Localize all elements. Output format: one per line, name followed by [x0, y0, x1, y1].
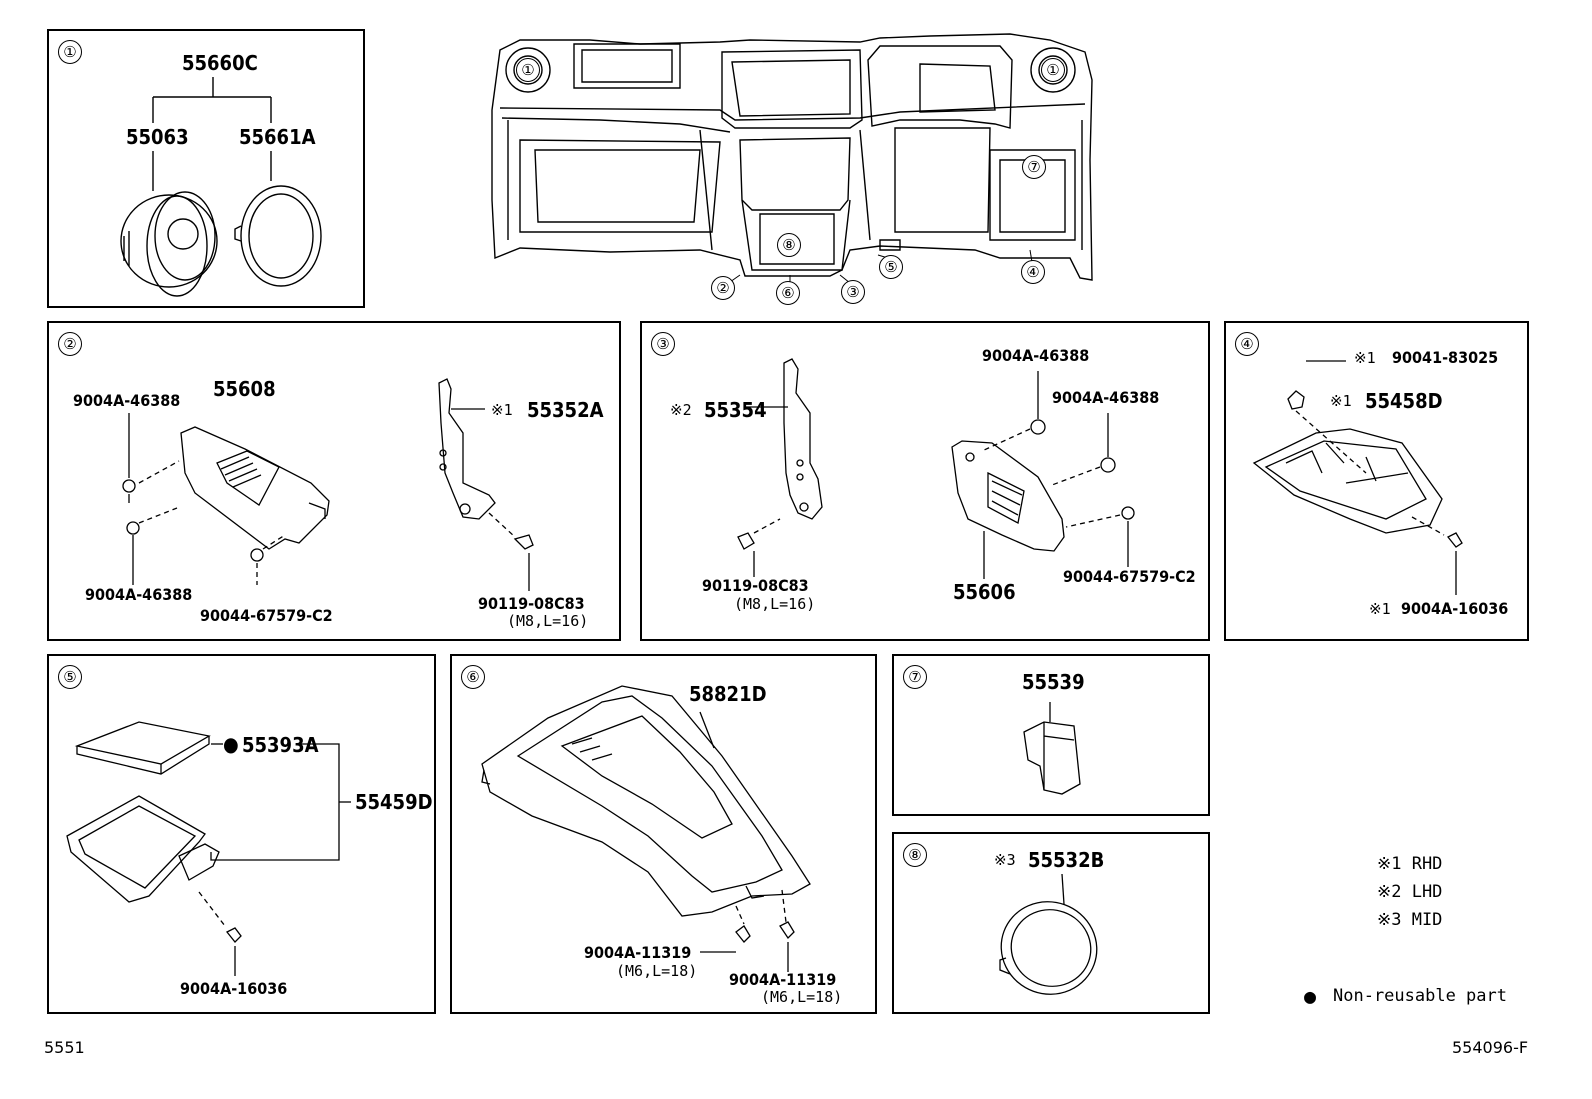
overview-callout-2: ② — [711, 276, 735, 300]
panel-5-index: ⑤ — [58, 665, 82, 689]
panel-8: ⑧ ※3 55532B — [892, 832, 1210, 1014]
panel-8-drawing — [894, 834, 1212, 1016]
legend-bullet: ● — [1304, 984, 1317, 1008]
legend-rhd: ※1 RHD — [1377, 854, 1443, 874]
part-number-main: 55608 — [213, 377, 276, 401]
part-number-screw: 90044-67579-C2 — [1063, 567, 1196, 586]
panel-1-index: ① — [58, 40, 82, 64]
part-number-main: 55606 — [953, 580, 1016, 604]
overview-callout-3: ③ — [841, 280, 865, 304]
bracket-note-mark: ※2 — [670, 401, 692, 419]
part-number-clip: 55539 — [1022, 670, 1085, 694]
overview-callout-7: ⑦ — [1022, 155, 1046, 179]
panel-8-index: ⑧ — [903, 843, 927, 867]
part-note-mark: ※1 — [1330, 392, 1352, 410]
panel-4: ④ ※1 90041-83025 ※1 55458D ※1 9004A-1603… — [1224, 321, 1529, 641]
nut-note-mark: ※1 — [1354, 349, 1376, 367]
part-number-screw: 9004A-16036 — [1401, 599, 1509, 618]
part-number-ring: 55532B — [1028, 848, 1105, 872]
bracket-note-mark: ※1 — [491, 401, 513, 419]
panel-2-index: ② — [58, 332, 82, 356]
part-number-assembly: 55459D — [355, 790, 433, 814]
part-number-bolt-b: 9004A-11319 — [729, 970, 837, 989]
part-number-console: 58821D — [689, 682, 767, 706]
part-number-nut: 90041-83025 — [1392, 348, 1499, 367]
panel-6: ⑥ 58821D 9004A-11319 (M6,L=18) 9004A-113… — [450, 654, 877, 1014]
panel-4-drawing — [1226, 323, 1531, 643]
panel-2: ② 55608 9004A-46388 9004A-46388 90044-67… — [47, 321, 621, 641]
overview-callout-4: ④ — [1021, 260, 1045, 284]
panel-3-index: ③ — [651, 332, 675, 356]
panel-7: ⑦ 55539 — [892, 654, 1210, 816]
part-number-assembly: 55660C — [182, 51, 258, 75]
overview-callout-8: ⑧ — [777, 233, 801, 257]
legend-mid: ※3 MID — [1377, 910, 1443, 930]
panel-7-index: ⑦ — [903, 665, 927, 689]
bolt-a-spec: (M6,L=18) — [616, 962, 698, 980]
panel-1: ① 55660C 55063 55661A — [47, 29, 365, 308]
part-number-tray: 55458D — [1365, 389, 1443, 413]
overview-callout-1-left: ① — [516, 58, 540, 82]
part-note-mark: ※3 — [994, 851, 1016, 869]
bolt-spec: (M8,L=16) — [734, 595, 816, 613]
panel-6-index: ⑥ — [461, 665, 485, 689]
part-number-screw: 90044-67579-C2 — [200, 606, 333, 625]
panel-7-drawing — [894, 656, 1212, 818]
footer-left-code: 5551 — [44, 1038, 85, 1057]
bolt-spec: (M8,L=16) — [507, 612, 589, 630]
overview-callout-1-right: ① — [1041, 58, 1065, 82]
panel-1-drawing — [49, 31, 367, 310]
part-number-bolt: 90119-08C83 — [478, 594, 585, 613]
overview-callout-5: ⑤ — [879, 255, 903, 279]
panel-3: ③ ※2 55354 90119-08C83 (M8,L=16) 9004A-4… — [640, 321, 1210, 641]
part-number-clip-top: 9004A-46388 — [73, 391, 181, 410]
panel-6-drawing — [452, 656, 879, 1016]
part-number-clip-a: 9004A-46388 — [982, 346, 1090, 365]
part-number-bracket: 55352A — [527, 398, 604, 422]
panel-4-index: ④ — [1235, 332, 1259, 356]
bolt-b-spec: (M6,L=18) — [761, 988, 843, 1006]
legend-lhd: ※2 LHD — [1377, 882, 1443, 902]
legend-non-reusable: Non-reusable part — [1333, 986, 1507, 1006]
panel-3-drawing — [642, 323, 1212, 643]
part-number-right: 55661A — [239, 125, 316, 149]
part-number-bolt-a: 9004A-11319 — [584, 943, 692, 962]
overview-callout-6: ⑥ — [776, 281, 800, 305]
screw-note-mark: ※1 — [1369, 600, 1391, 618]
panel-5-drawing — [49, 656, 438, 1016]
part-number-left: 55063 — [126, 125, 189, 149]
part-number-pad: 55393A — [242, 733, 319, 757]
non-reusable-marker: ● — [223, 732, 239, 756]
part-number-screw: 9004A-16036 — [180, 979, 288, 998]
panel-2-drawing — [49, 323, 623, 643]
panel-5: ⑤ ● 55393A 55459D 9004A-16036 — [47, 654, 436, 1014]
part-number-clip-bottom: 9004A-46388 — [85, 585, 193, 604]
part-number-bracket: 55354 — [704, 398, 767, 422]
part-number-bolt: 90119-08C83 — [702, 576, 809, 595]
footer-right-code: 554096-F — [1452, 1038, 1529, 1057]
part-number-clip-b: 9004A-46388 — [1052, 388, 1160, 407]
